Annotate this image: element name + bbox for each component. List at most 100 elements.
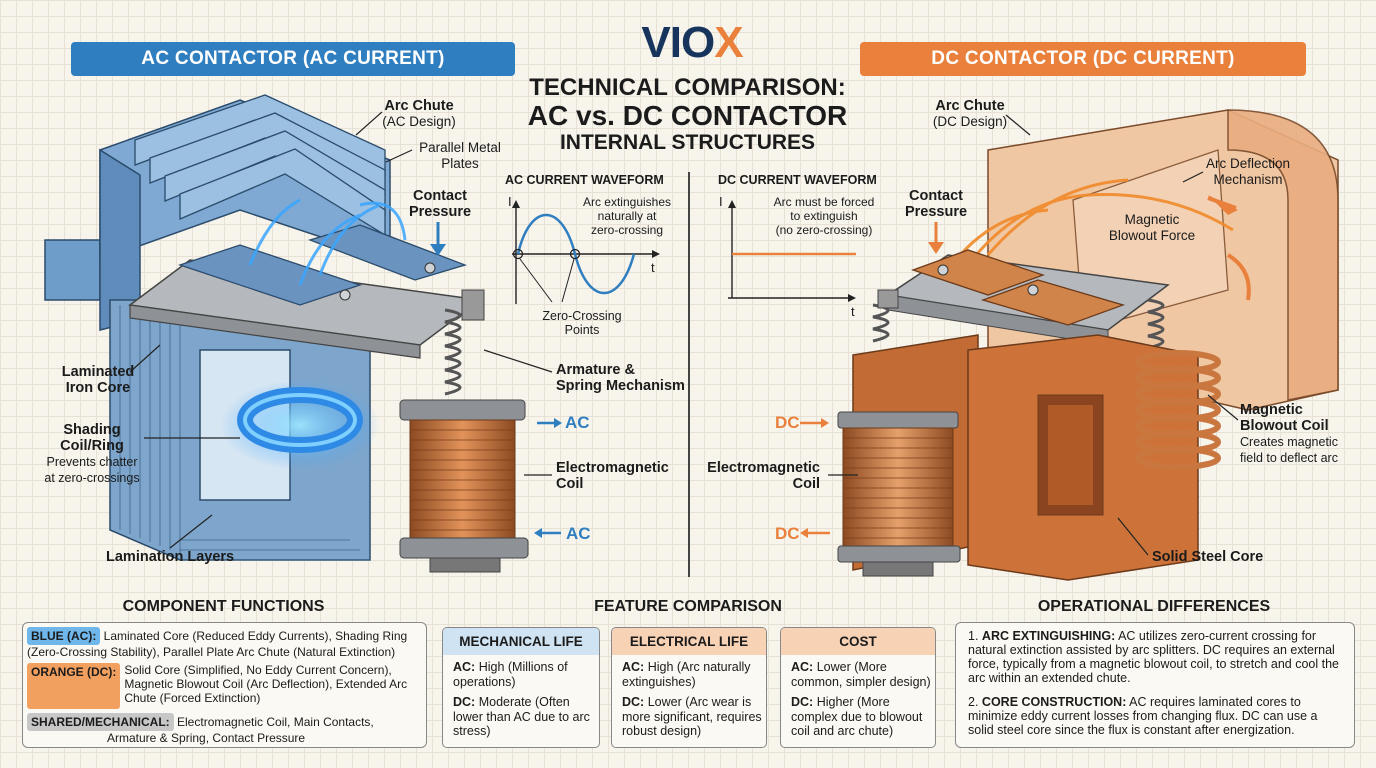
od-item2: 2. CORE CONSTRUCTION: AC requires lamina…: [968, 695, 1346, 737]
ac-axis-y: I: [508, 194, 512, 209]
od-item2-text: AC requires laminated cores to minimize …: [968, 695, 1318, 737]
dc-label: DC:: [791, 695, 814, 709]
ac-coil-line1: Electromagnetic: [556, 460, 669, 476]
ac-shading-sub2: at zero-crossings: [44, 471, 140, 485]
ac-text: High (Millions of operations): [453, 660, 568, 689]
feature-card-mechanical: MECHANICAL LIFE AC: High (Millions of op…: [442, 627, 600, 748]
blue-text1: Laminated Core (Reduced Eddy Currents), …: [103, 629, 408, 643]
ac-arc-chute-title: Arc Chute: [384, 98, 454, 114]
ac-terminal-top: AC: [565, 413, 590, 432]
dc-blowout-force-line1: Magnetic: [1124, 212, 1180, 227]
ac-shading-sub1: Prevents chatter: [46, 455, 138, 469]
feature-comparison-heading: FEATURE COMPARISON: [594, 598, 782, 615]
dc-waveform-graph: [728, 200, 856, 302]
title-line2: AC vs. DC CONTACTOR: [527, 100, 848, 131]
dc-blowout-force-line2: Blowout Force: [1108, 228, 1196, 243]
ac-shading-line1: Shading: [63, 422, 121, 438]
dc-text: Higher (More complex due to blowout coil…: [791, 695, 923, 738]
ac-banner: AC CONTACTOR (AC CURRENT): [71, 42, 515, 76]
od-item1-title: ARC EXTINGUISHING:: [981, 629, 1116, 643]
ac-arc-chute-sub: (AC Design): [382, 114, 456, 129]
dc-contactor-illustration: [800, 109, 1339, 581]
ac-waveform-graph: [512, 200, 660, 304]
ac-note3: zero-crossing: [590, 223, 664, 237]
viox-logo: VIOX: [612, 18, 772, 68]
shared-tag: SHARED/MECHANICAL:: [27, 713, 174, 731]
od-item1-num: 1.: [968, 629, 979, 643]
dc-label: DC:: [453, 695, 476, 709]
dc-text: Lower (Arc wear is more significant, req…: [622, 695, 762, 738]
ac-note1: Arc extinguishes: [582, 195, 672, 209]
dc-solid-core: Solid Steel Core: [1152, 549, 1264, 565]
ac-armature-line1: Armature &: [556, 362, 635, 378]
dc-blowout-coil-sub1: Creates magnetic: [1240, 435, 1338, 449]
operational-differences-box: 1. ARC EXTINGUISHING: AC utilizes zero-c…: [955, 622, 1355, 748]
ac-plates-line2: Plates: [441, 156, 479, 171]
zero-cross1: Zero-Crossing: [542, 309, 622, 323]
cf-shared-row: SHARED/MECHANICAL: Electromagnetic Coil,…: [27, 713, 421, 745]
od-item2-num: 2.: [968, 695, 979, 709]
shared-text1: Electromagnetic Coil, Main Contacts,: [177, 715, 374, 729]
ac-lamination-layers-label: Lamination Layers: [106, 549, 256, 565]
dc-axis-x: t: [851, 304, 855, 319]
ac-waveform-title: AC CURRENT WAVEFORM: [505, 173, 664, 187]
blue-tag: BLUE (AC):: [27, 627, 101, 645]
ac-terminal-bottom: AC: [566, 524, 591, 543]
dc-blowout-coil-sub2: field to deflect arc: [1240, 451, 1338, 465]
feature-card-cost: COST AC: Lower (More common, simpler des…: [780, 627, 936, 748]
feature-card-title: MECHANICAL LIFE: [443, 628, 599, 655]
orange-text1: Solid Core (Simplified, No Eddy Current …: [124, 663, 392, 677]
ac-lamination-layers: Lamination Layers: [106, 549, 235, 565]
dc-deflection-line1: Arc Deflection: [1205, 156, 1291, 171]
ac-axis-x: t: [651, 260, 655, 275]
ac-contact-line1: Contact: [413, 188, 467, 204]
orange-tag: ORANGE (DC):: [27, 663, 121, 709]
dc-deflection-line2: Mechanism: [1213, 172, 1283, 187]
ac-label: AC:: [791, 660, 814, 674]
dc-axis-y: I: [719, 194, 723, 209]
ac-armature-label: Armature &Spring Mechanism: [556, 362, 686, 394]
ac-coil-line2: Coil: [556, 476, 584, 492]
od-item2-title: CORE CONSTRUCTION:: [981, 695, 1127, 709]
operational-differences-heading: OPERATIONAL DIFFERENCES: [1037, 598, 1271, 615]
dc-note1: Arc must be forced: [773, 195, 875, 209]
ac-plates-line1: Parallel Metal: [419, 140, 501, 155]
dc-terminal-top: DC: [775, 413, 800, 432]
dc-banner: DC CONTACTOR (DC CURRENT): [860, 42, 1306, 76]
ac-label: AC:: [453, 660, 476, 674]
dc-solid-core-label: Solid Steel Core: [1152, 549, 1282, 565]
blue-text2: (Zero-Crossing Stability), Parallel Plat…: [27, 645, 396, 659]
title-line1: TECHNICAL COMPARISON:: [529, 74, 846, 101]
ac-contactor-illustration: [44, 94, 562, 573]
dc-terminal-bottom: DC: [775, 524, 800, 543]
ac-note2: naturally at: [597, 209, 657, 223]
dc-waveform-title: DC CURRENT WAVEFORM: [718, 173, 877, 187]
logo-x: X: [714, 18, 743, 67]
dc-arc-chute-label: Arc Chute(DC Design): [920, 98, 1020, 130]
feature-card-title: COST: [781, 628, 935, 655]
ac-laminated-line2: Iron Core: [65, 380, 131, 396]
dc-blowout-coil-line1: Magnetic: [1240, 402, 1303, 418]
ac-text: Lower (More common, simpler design): [791, 660, 931, 689]
ac-text: High (Arc naturally extinguishes): [622, 660, 751, 689]
dc-contact-line1: Contact: [909, 188, 963, 204]
feature-card-title: ELECTRICAL LIFE: [612, 628, 766, 655]
feature-card-electrical: ELECTRICAL LIFE AC: High (Arc naturally …: [611, 627, 767, 748]
dc-note2: to extinguish: [790, 209, 858, 223]
title-line3: INTERNAL STRUCTURES: [559, 131, 816, 154]
dc-coil-line1: Electromagnetic: [707, 460, 820, 476]
dc-contact-line2: Pressure: [904, 204, 968, 220]
orange-text3: Chute (Forced Extinction): [124, 691, 261, 705]
